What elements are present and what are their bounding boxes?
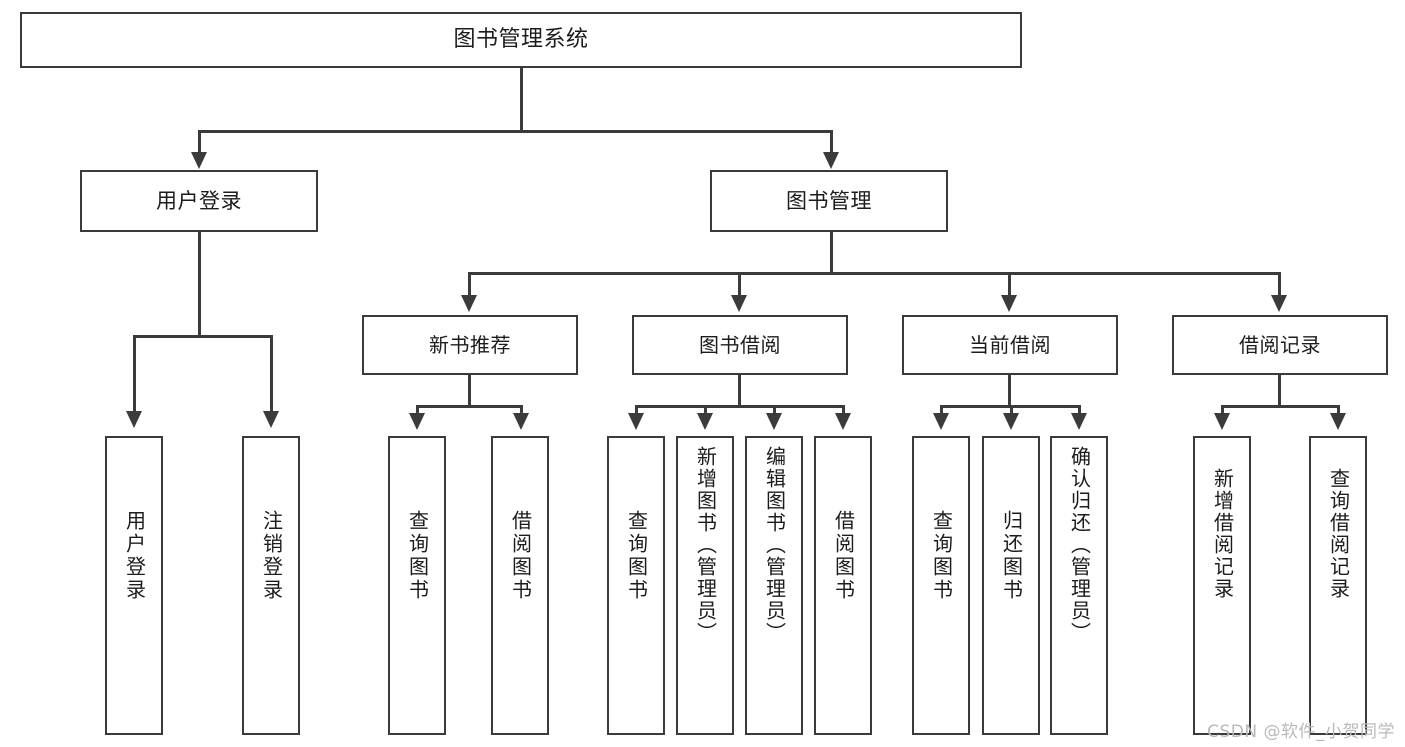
arrow-root-to-user-login [191,152,207,169]
connector-to-new-book [468,272,471,297]
node-current-borrow[interactable]: 当前借阅 [902,315,1118,375]
arrow-book-borrow-leaf-4 [835,413,851,430]
connector-book-borrow-stem [738,375,741,405]
leaf-user-login-login[interactable]: 用户登录 [105,436,163,735]
connector-book-manage-stem [830,232,833,272]
arrow-current-borrow-leaf-1 [933,413,949,430]
node-label: 用户登录 [122,510,147,602]
connector-borrow-record-leaf-1 [1221,405,1224,415]
leaf-current-borrow-confirm-return-admin[interactable]: 确认归还（管理员） [1050,436,1108,735]
leaf-current-borrow-return-books[interactable]: 归还图书 [982,436,1040,735]
arrow-root-to-book-manage [823,152,839,169]
node-label: 新增借阅记录 [1210,468,1235,600]
arrow-current-borrow-leaf-3 [1071,413,1087,430]
connector-borrow-record-bus [1221,405,1339,408]
arrow-book-borrow-leaf-2 [697,413,713,430]
node-new-book-recommend[interactable]: 新书推荐 [362,315,578,375]
arrow-new-book-leaf-1 [409,413,425,430]
connector-new-book-leaf-1 [416,405,419,415]
arrow-user-login-leaf-2 [263,411,279,428]
connector-new-book-bus [416,405,522,408]
connector-root-stem [520,68,523,130]
connector-current-borrow-leaf-2 [1010,405,1013,415]
connector-current-borrow-stem [1008,375,1011,405]
connector-user-login-bus [133,335,272,338]
connector-book-borrow-bus [635,405,844,408]
node-label: 新增图书（管理员） [693,446,718,644]
node-label: 借阅图书 [508,510,533,602]
leaf-current-borrow-query-books[interactable]: 查询图书 [912,436,970,735]
connector-user-login-stem [198,232,201,335]
arrow-borrow-record-leaf-2 [1330,413,1346,430]
connector-book-borrow-leaf-3 [773,405,776,415]
node-book-management[interactable]: 图书管理 [710,170,948,232]
connector-user-login-leaf-2 [270,335,273,413]
arrow-borrow-record-leaf-1 [1214,413,1230,430]
arrow-user-login-leaf-1 [126,411,142,428]
node-label: 借阅记录 [1239,332,1321,357]
node-label: 注销登录 [259,510,284,602]
connector-to-borrow-record [1278,272,1281,297]
leaf-new-book-query-books[interactable]: 查询图书 [388,436,446,735]
node-label: 借阅图书 [831,510,856,602]
node-label: 图书管理系统 [453,27,589,53]
node-label: 查询图书 [929,510,954,602]
arrow-new-book-leaf-2 [513,413,529,430]
arrow-to-book-borrow [731,295,747,312]
connector-user-login-leaf-1 [133,335,136,413]
node-user-login[interactable]: 用户登录 [80,170,318,232]
arrow-to-current-borrow [1001,295,1017,312]
connector-root-to-book-manage [830,130,833,154]
node-label: 归还图书 [999,510,1024,602]
leaf-borrow-record-query-record[interactable]: 查询借阅记录 [1309,436,1367,735]
connector-book-borrow-leaf-4 [842,405,845,415]
arrow-book-borrow-leaf-3 [766,413,782,430]
arrow-to-new-book [461,295,477,312]
node-root-book-management-system[interactable]: 图书管理系统 [20,12,1022,68]
leaf-book-borrow-add-book-admin[interactable]: 新增图书（管理员） [676,436,734,735]
node-label: 当前借阅 [969,332,1051,357]
connector-book-borrow-leaf-2 [704,405,707,415]
connector-root-to-user-login [198,130,201,154]
leaf-borrow-record-add-record[interactable]: 新增借阅记录 [1193,436,1251,735]
connector-root-bus [198,130,832,133]
node-label: 图书管理 [786,188,872,213]
leaf-book-borrow-query-books[interactable]: 查询图书 [607,436,665,735]
leaf-book-borrow-borrow-books[interactable]: 借阅图书 [814,436,872,735]
watermark: CSDN @软件_小贺同学 [1207,722,1395,742]
leaf-user-login-logout[interactable]: 注销登录 [242,436,300,735]
arrow-to-borrow-record [1271,295,1287,312]
node-borrow-record[interactable]: 借阅记录 [1172,315,1388,375]
node-book-borrow[interactable]: 图书借阅 [632,315,848,375]
leaf-new-book-borrow-books[interactable]: 借阅图书 [491,436,549,735]
node-label: 查询图书 [405,510,430,602]
connector-to-book-borrow [738,272,741,297]
connector-borrow-record-stem [1278,375,1281,405]
node-label: 编辑图书（管理员） [762,446,787,644]
arrow-current-borrow-leaf-2 [1003,413,1019,430]
node-label: 新书推荐 [429,332,511,357]
node-label: 查询图书 [624,510,649,602]
node-label: 确认归还（管理员） [1067,446,1092,644]
connector-current-borrow-leaf-3 [1078,405,1081,415]
connector-to-current-borrow [1008,272,1011,297]
connector-book-manage-bus [468,272,1280,275]
node-label: 用户登录 [156,188,242,213]
leaf-book-borrow-edit-book-admin[interactable]: 编辑图书（管理员） [745,436,803,735]
node-label: 查询借阅记录 [1326,468,1351,600]
connector-borrow-record-leaf-2 [1337,405,1340,415]
connector-new-book-leaf-2 [520,405,523,415]
connector-current-borrow-leaf-1 [940,405,943,415]
connector-book-borrow-leaf-1 [635,405,638,415]
node-label: 图书借阅 [699,332,781,357]
arrow-book-borrow-leaf-1 [628,413,644,430]
connector-new-book-stem [468,375,471,405]
